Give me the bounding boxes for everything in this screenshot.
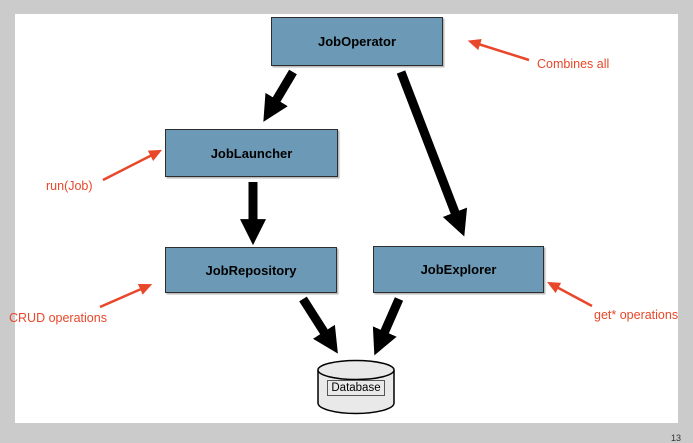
node-database-label: Database <box>327 380 385 396</box>
page-number: 13 <box>671 433 682 443</box>
annotation-combines-all: Combines all <box>537 57 610 71</box>
annotation-run-job: run(Job) <box>46 179 93 193</box>
slide-background <box>15 14 678 423</box>
node-joblauncher-label: JobLauncher <box>210 145 293 161</box>
node-jobexplorer-label: JobExplorer <box>420 262 497 277</box>
node-jobexplorer: JobExplorer <box>373 246 544 293</box>
annotation-crud-operations: CRUD operations <box>9 311 107 325</box>
annotation-get-operations: get* operations <box>594 308 679 322</box>
node-joblauncher: JobLauncher <box>165 129 338 177</box>
node-jobrepository: JobRepository <box>165 247 337 293</box>
node-jobrepository-label: JobRepository <box>205 262 297 278</box>
node-database: Database <box>322 380 390 396</box>
node-joboperator-label: JobOperator <box>317 34 396 49</box>
node-joboperator: JobOperator <box>271 17 443 66</box>
